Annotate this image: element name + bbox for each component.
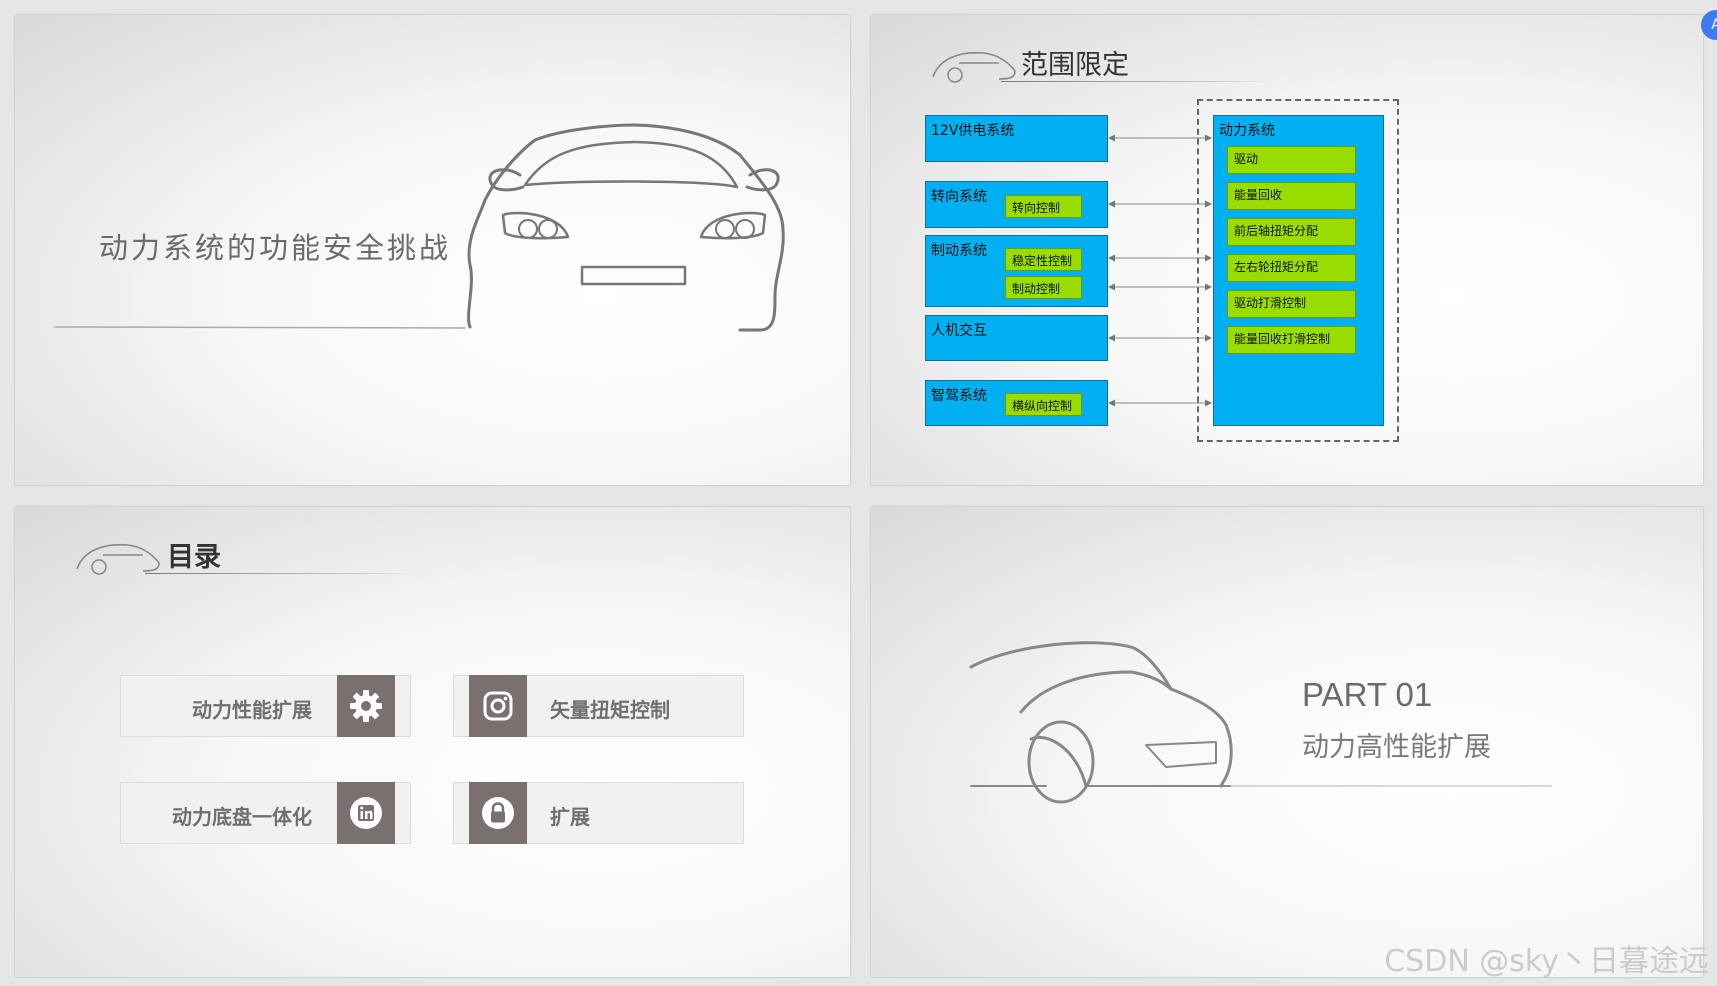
box-label: 动力系统 bbox=[1219, 123, 1275, 139]
box-braking: 制动系统 稳定性控制 制动控制 bbox=[925, 235, 1108, 307]
box-steering: 转向系统 转向控制 bbox=[925, 181, 1108, 228]
slide-table-of-contents[interactable]: 目录 动力性能扩展 bbox=[15, 507, 850, 977]
power-system-boundary bbox=[1197, 99, 1399, 442]
toc-item-power-performance[interactable]: 动力性能扩展 bbox=[120, 675, 411, 737]
func-regen-slip-control: 能量回收打滑控制 bbox=[1227, 326, 1356, 354]
box-label: 人机交互 bbox=[931, 323, 987, 339]
func-energy-recovery: 能量回收 bbox=[1227, 182, 1356, 210]
box-12v-power: 12V供电系统 bbox=[925, 115, 1108, 162]
csdn-watermark: CSDN @sky丶日暮途远 bbox=[1384, 944, 1709, 979]
car-side-illustration bbox=[969, 641, 1552, 804]
box-label: 12V供电系统 bbox=[931, 123, 1015, 139]
title-underline bbox=[145, 573, 415, 574]
slide-part-01[interactable]: PART 01 动力高性能扩展 bbox=[871, 507, 1703, 977]
toc-item-label: 动力底盘一体化 bbox=[172, 805, 312, 829]
translate-icon[interactable]: A bbox=[1701, 10, 1717, 40]
func-brake-control: 制动控制 bbox=[1005, 276, 1082, 299]
func-lat-long-control: 横纵向控制 bbox=[1005, 393, 1082, 416]
func-drive-slip-control: 驱动打滑控制 bbox=[1227, 290, 1356, 318]
part-subtitle: 动力高性能扩展 bbox=[1302, 732, 1491, 763]
car-logo-icon bbox=[76, 543, 160, 575]
title-underline bbox=[1001, 81, 1271, 82]
func-stability-control: 稳定性控制 bbox=[1005, 248, 1082, 271]
slide-power-safety-challenge[interactable]: 动力系统的功能安全挑战 bbox=[15, 15, 850, 485]
box-adas: 智驾系统 横纵向控制 bbox=[925, 380, 1108, 426]
car-front-illustration bbox=[54, 123, 785, 332]
box-power-system: 动力系统 驱动 能量回收 前后轴扭矩分配 左右轮扭矩分配 驱动打滑控制 能量回收… bbox=[1213, 115, 1384, 426]
slide3-title: 目录 bbox=[167, 542, 221, 573]
toc-item-label: 扩展 bbox=[550, 805, 590, 829]
toc-item-chassis-integration[interactable]: 动力底盘一体化 bbox=[120, 782, 411, 844]
box-hmi: 人机交互 bbox=[925, 315, 1108, 361]
toc-item-label: 矢量扭矩控制 bbox=[550, 698, 670, 722]
func-steering-control: 转向控制 bbox=[1005, 195, 1082, 218]
slide-scope-definition[interactable]: 范围限定 12V供电系统 转向系统 转向控制 制动系统 稳定性控制 制动控制 人… bbox=[871, 15, 1703, 485]
camera-icon bbox=[469, 675, 527, 737]
toc-item-torque-vectoring[interactable]: 矢量扭矩控制 bbox=[453, 675, 744, 737]
lock-icon bbox=[469, 782, 527, 844]
slide2-title: 范围限定 bbox=[1021, 50, 1129, 81]
func-wheel-torque-split: 左右轮扭矩分配 bbox=[1227, 254, 1356, 282]
func-axle-torque-split: 前后轴扭矩分配 bbox=[1227, 218, 1356, 246]
func-drive: 驱动 bbox=[1227, 146, 1356, 174]
box-label: 智驾系统 bbox=[931, 388, 987, 404]
gear-icon bbox=[337, 675, 395, 737]
connector-arrows bbox=[1108, 134, 1212, 407]
box-label: 制动系统 bbox=[931, 243, 987, 259]
box-label: 转向系统 bbox=[931, 189, 987, 205]
car-logo-icon bbox=[932, 51, 1016, 83]
slide1-title: 动力系统的功能安全挑战 bbox=[99, 231, 452, 265]
toc-item-extension[interactable]: 扩展 bbox=[453, 782, 744, 844]
toc-item-label: 动力性能扩展 bbox=[192, 698, 312, 722]
linkedin-icon bbox=[337, 782, 395, 844]
part-number: PART 01 bbox=[1302, 676, 1433, 713]
